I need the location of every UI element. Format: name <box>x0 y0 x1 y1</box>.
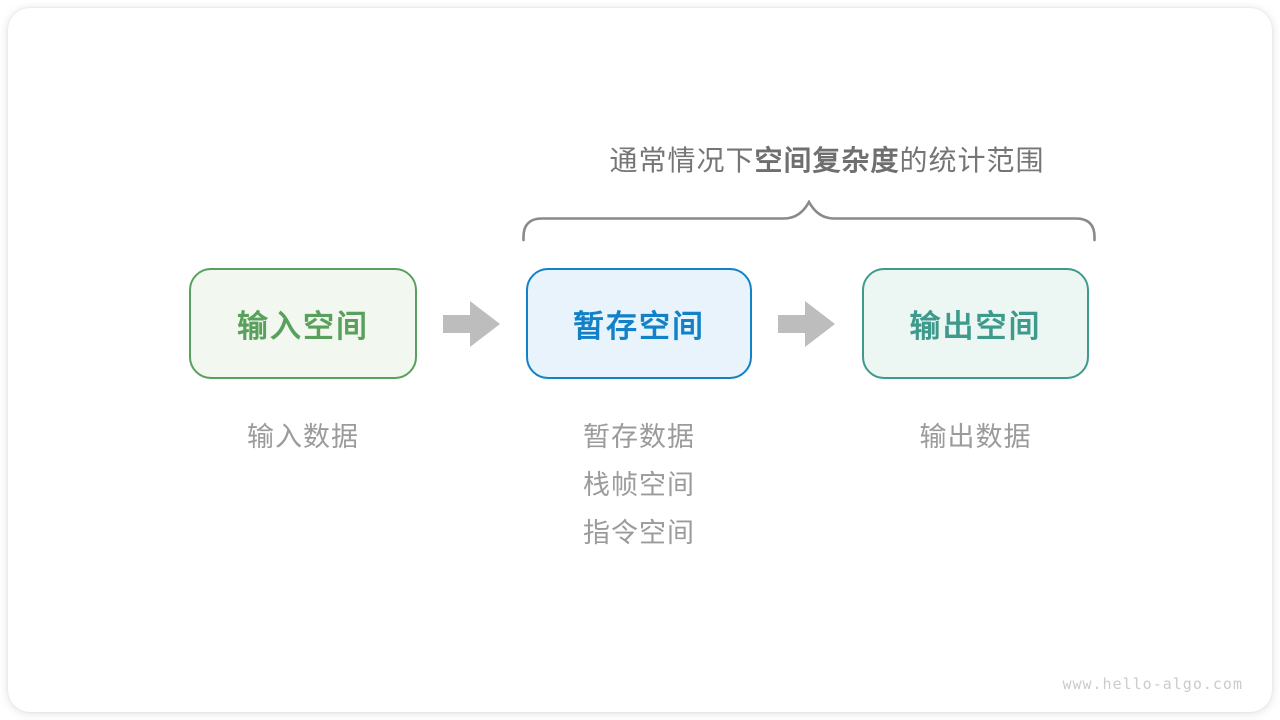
arrow-right-icon <box>443 301 500 347</box>
box-temp-space-label: 暂存空间 <box>573 309 705 344</box>
diagram-title: 通常情况下空间复杂度的统计范围 <box>522 141 1132 181</box>
title-suffix: 的统计范围 <box>899 145 1045 176</box>
box-input-space: 输入空间 <box>189 268 417 379</box>
curly-brace <box>522 200 1096 242</box>
title-bold-term: 空间复杂度 <box>754 145 900 176</box>
note-stack-frame-space: 栈帧空间 <box>583 470 695 500</box>
note-temp-data: 暂存数据 <box>583 422 695 452</box>
box-temp-space: 暂存空间 <box>526 268 752 379</box>
note-input-data: 输入数据 <box>247 422 359 452</box>
note-output-data: 输出数据 <box>919 422 1032 452</box>
watermark: www.hello-algo.com <box>1062 675 1243 693</box>
box-input-space-label: 输入空间 <box>237 309 369 344</box>
note-instruction-space: 指令空间 <box>583 518 695 548</box>
title-prefix: 通常情况下 <box>609 145 755 176</box>
box-output-space: 输出空间 <box>862 268 1089 379</box>
box-output-space-label: 输出空间 <box>909 309 1042 344</box>
arrow-right-icon <box>778 301 835 347</box>
